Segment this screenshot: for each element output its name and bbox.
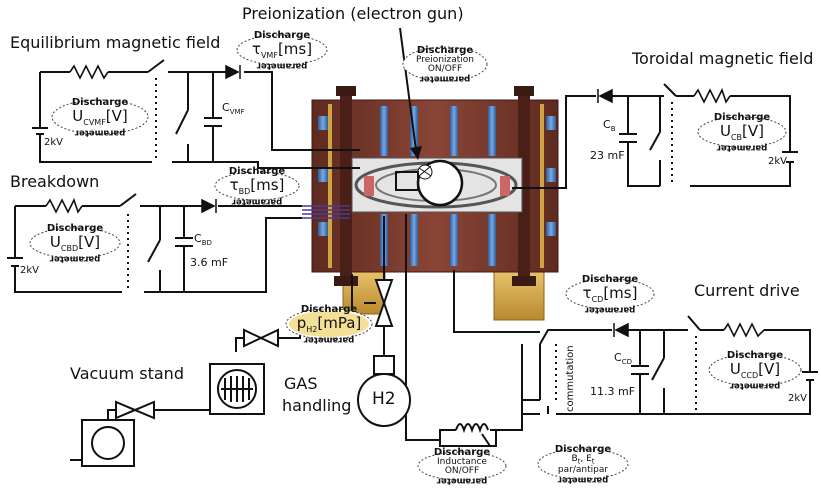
dotted-separators xyxy=(127,78,697,410)
pole-right xyxy=(518,88,530,284)
vessel-detail xyxy=(364,176,374,196)
gas-title-2: handling xyxy=(282,396,352,415)
param-tau-cd: Discharge τCD[ms] parameter xyxy=(581,273,639,315)
valves xyxy=(115,279,394,420)
pole-cap xyxy=(334,276,358,286)
c-vmf-label: CVMF xyxy=(222,101,245,117)
current-drive-title: Current drive xyxy=(694,281,800,300)
capacitors xyxy=(175,117,649,375)
preionization-title: Preionization (electron gun) xyxy=(242,4,464,23)
equilibrium-title: Equilibrium magnetic field xyxy=(10,33,221,52)
preionization-arrowhead xyxy=(410,146,422,160)
param-u-b: Discharge UCB[V] parameter xyxy=(713,111,771,153)
tokamak-machine xyxy=(302,86,559,321)
voltage-cd: 2kV xyxy=(788,393,807,404)
wiring xyxy=(14,59,811,447)
c-b-label: CB xyxy=(603,118,616,134)
param-tau-vmf: Discharge τVMF[ms] parameter xyxy=(251,29,313,71)
param-tau-bd: Discharge τBD[ms] parameter xyxy=(228,165,286,207)
param-bt-et: Discharge Bt, Et par/antipar parameter xyxy=(554,443,612,485)
breakdown-title: Breakdown xyxy=(10,172,100,191)
electron-gun-mark xyxy=(418,165,432,177)
toroidal-title: Toroidal magnetic field xyxy=(632,49,814,68)
battery-symbols xyxy=(7,127,818,381)
c-cd-label: CCD xyxy=(614,351,632,367)
param-p-h2: Discharge pH2[mPa] parameter xyxy=(296,303,362,345)
breakdown-winding xyxy=(395,171,419,191)
gold-bar xyxy=(328,104,332,268)
h2-label: H2 xyxy=(372,389,396,409)
gas-title-1: GAS xyxy=(284,374,318,393)
param-inductance: Discharge Inductance ON/OFF parameter xyxy=(433,446,491,486)
param-u-cd: Discharge UCCD[V] parameter xyxy=(726,349,784,391)
resistors xyxy=(45,64,765,338)
breakdown-leads xyxy=(302,205,350,219)
inductor-switch xyxy=(481,433,491,447)
voltage-vmf: 2kV xyxy=(44,137,63,148)
preionization-arrow xyxy=(399,27,417,151)
param-u-vmf: Discharge UCVMF[V] parameter xyxy=(71,96,129,138)
h2-bottle-neck xyxy=(373,355,395,375)
voltage-b: 2kV xyxy=(768,156,787,167)
diodes xyxy=(201,64,629,338)
vacuum-title: Vacuum stand xyxy=(70,364,184,383)
c-bd-label: CBD xyxy=(194,232,212,248)
turbo-pump-blades xyxy=(221,376,253,402)
pole-cap xyxy=(336,86,356,96)
commutation-label: commutation xyxy=(565,345,576,412)
pole-left xyxy=(340,88,352,284)
vessel-detail xyxy=(500,176,510,196)
p-h2-highlight xyxy=(289,311,369,337)
pole-cap xyxy=(514,86,534,96)
c-cd-value: 11.3 mF xyxy=(590,385,636,398)
rotary-pump-rotor xyxy=(91,426,125,460)
inductor xyxy=(455,423,489,434)
c-bd-value: 3.6 mF xyxy=(190,256,229,269)
param-ellipses xyxy=(29,34,802,481)
h2-bottle xyxy=(357,355,411,427)
param-u-bd: Discharge UCBD[V] parameter xyxy=(46,222,104,264)
pole-cap xyxy=(512,276,536,286)
param-preionization: Discharge Preionization ON/OFF parameter xyxy=(416,44,474,84)
gold-bar xyxy=(540,104,544,268)
c-b-value: 23 mF xyxy=(590,149,625,162)
voltage-bd: 2kV xyxy=(20,265,39,276)
vacuum-pumps xyxy=(70,363,265,467)
commutation-box xyxy=(540,344,548,400)
